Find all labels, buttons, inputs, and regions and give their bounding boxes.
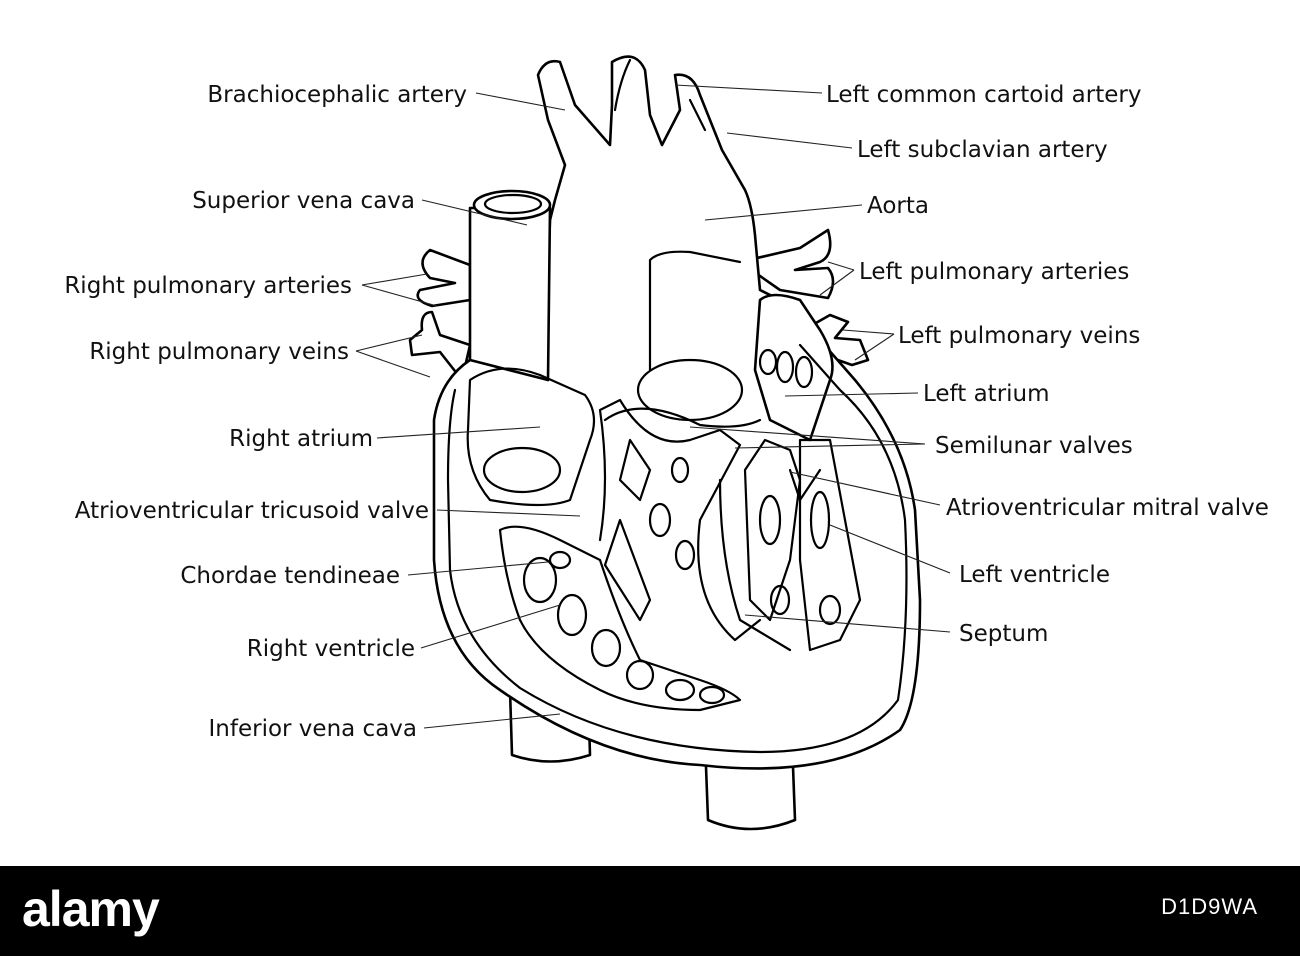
watermark-footer: alamy D1D9WA xyxy=(0,866,1300,956)
label-semilunar-valves: Semilunar valves xyxy=(935,433,1133,459)
label-chordae-tendineae: Chordae tendineae xyxy=(180,563,400,589)
label-left-ventricle: Left ventricle xyxy=(959,562,1110,588)
label-left-pulmonary-veins: Left pulmonary veins xyxy=(898,323,1140,349)
label-brachiocephalic-artery: Brachiocephalic artery xyxy=(207,82,467,108)
label-left-subclavian-artery: Left subclavian artery xyxy=(857,137,1108,163)
label-septum: Septum xyxy=(959,621,1048,647)
stock-image-id: D1D9WA xyxy=(1161,894,1258,919)
label-av-mitral-valve: Atrioventricular mitral valve xyxy=(946,495,1269,521)
label-right-ventricle: Right ventricle xyxy=(247,636,415,662)
label-left-common-carotid-artery: Left common cartoid artery xyxy=(826,82,1141,108)
heart-illustration xyxy=(408,55,922,831)
label-aorta: Aorta xyxy=(867,193,929,219)
label-right-pulmonary-arteries: Right pulmonary arteries xyxy=(64,273,352,299)
labels-right: Left common cartoid artery Left subclavi… xyxy=(826,82,1269,647)
leader-lines xyxy=(355,84,951,729)
heart-diagram: Brachiocephalic artery Superior vena cav… xyxy=(64,55,1269,831)
label-right-pulmonary-veins: Right pulmonary veins xyxy=(89,339,349,365)
label-inferior-vena-cava: Inferior vena cava xyxy=(209,716,417,742)
label-left-atrium: Left atrium xyxy=(923,381,1050,407)
alamy-logo: alamy xyxy=(22,881,160,937)
label-left-pulmonary-arteries: Left pulmonary arteries xyxy=(859,259,1129,285)
label-right-atrium: Right atrium xyxy=(229,426,373,452)
labels-left: Brachiocephalic artery Superior vena cav… xyxy=(64,82,467,742)
label-superior-vena-cava: Superior vena cava xyxy=(192,188,415,214)
label-av-tricuspid-valve: Atrioventricular tricusoid valve xyxy=(75,498,429,524)
